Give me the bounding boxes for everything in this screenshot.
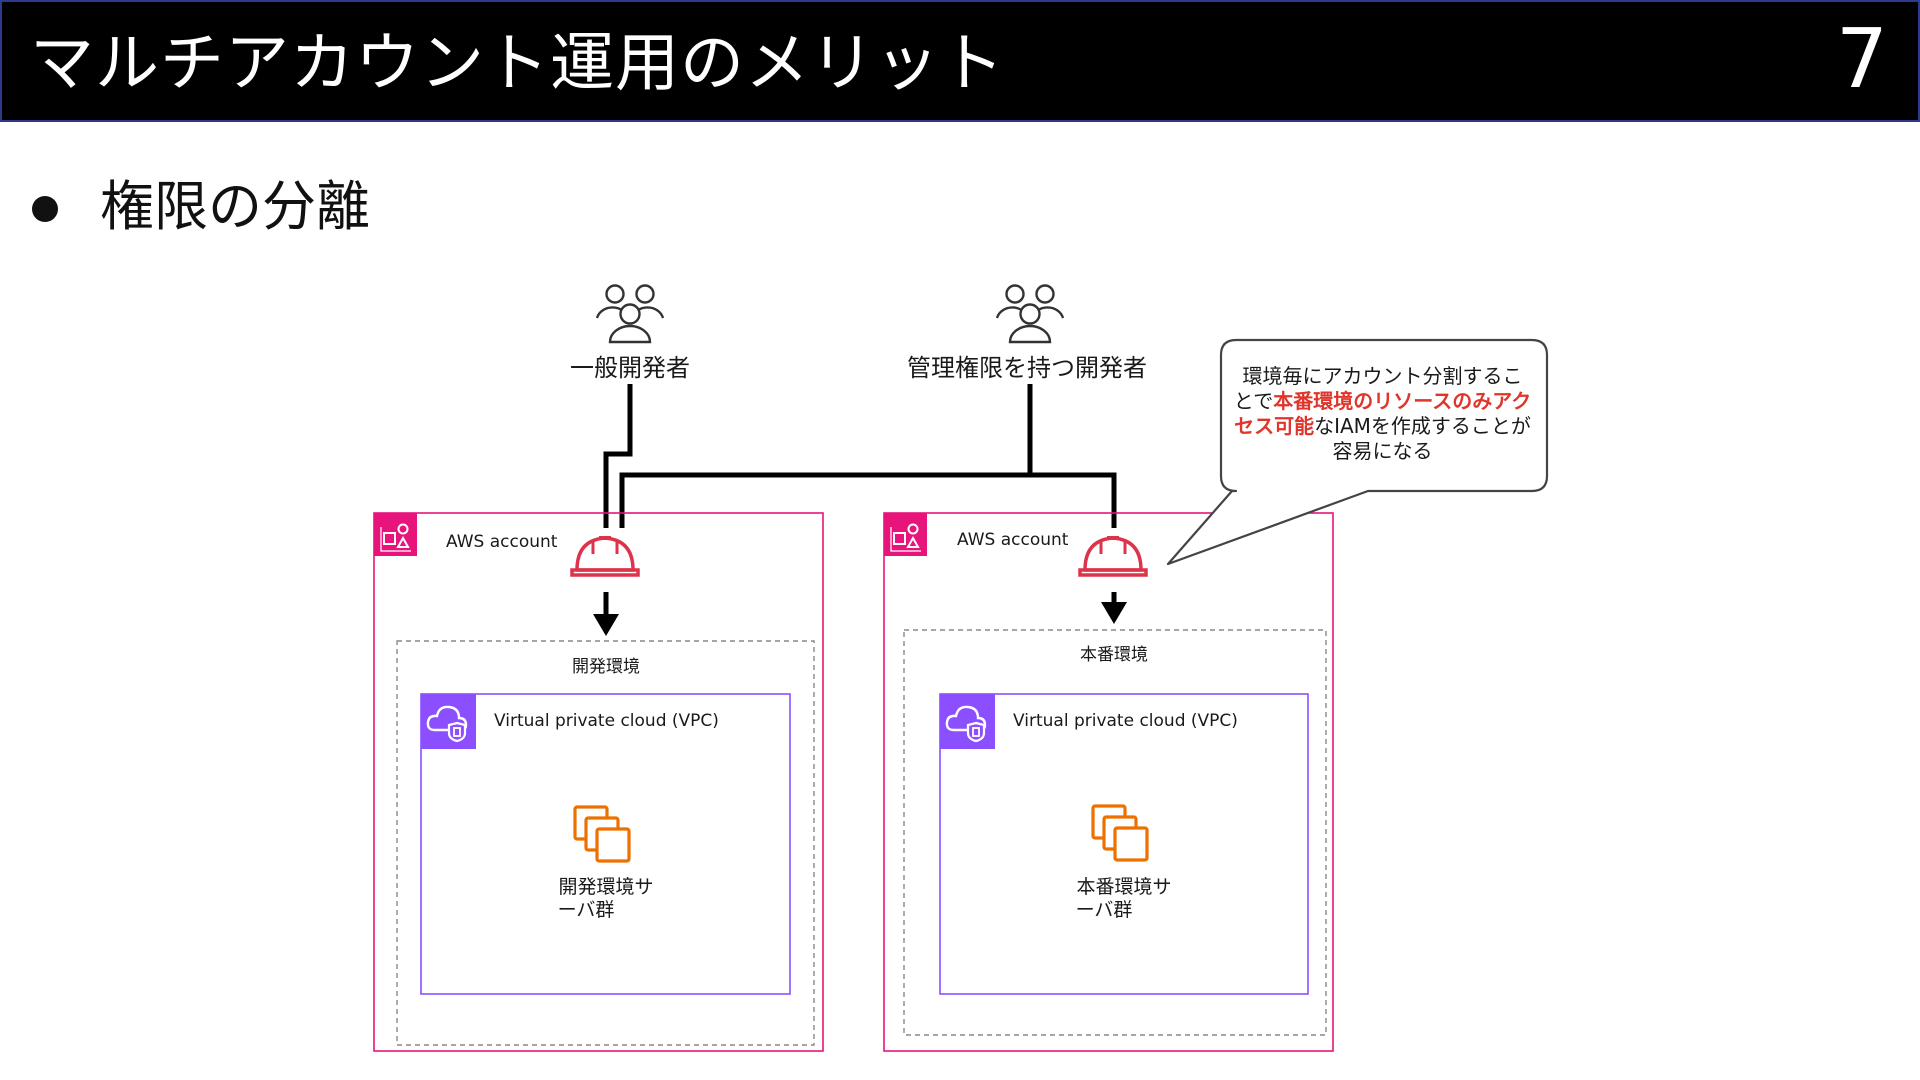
server-group-label-line2: ーバ群 — [558, 899, 615, 921]
general-developer-label: 一般開発者 — [570, 354, 690, 382]
callout-line: 容易になる — [1332, 439, 1433, 463]
callout-line: セス可能なIAMを作成することが — [1220, 414, 1545, 439]
server-group-icon — [1091, 804, 1149, 862]
aws-account-icon — [373, 512, 418, 557]
environment-label: 本番環境 — [1080, 645, 1148, 665]
callout-line: 環境毎にアカウント分割するこ — [1242, 364, 1523, 388]
users-icon — [595, 284, 665, 344]
callout-text-plain: なIAMを作成することが — [1314, 414, 1531, 438]
iam-role-icon — [1078, 536, 1148, 577]
aws-account-dev: AWS account 開発環境 Virtual private cloud (… — [373, 512, 824, 1052]
server-group-label-line1: 開発環境サ — [558, 876, 653, 898]
vpc-icon — [419, 692, 478, 751]
bullet-text: 権限の分離 — [100, 175, 370, 238]
aws-account-icon — [883, 512, 928, 557]
callout-line: とで本番環境のリソースのみアク — [1220, 389, 1545, 414]
aws-account-label: AWS account — [957, 530, 1069, 550]
callout-bubble — [1166, 338, 1549, 566]
title-bar: マルチアカウント運用のメリット 7 — [0, 0, 1920, 122]
aws-account-prod: AWS account 本番環境 Virtual private cloud (… — [883, 512, 1334, 1052]
slide-title: マルチアカウント運用のメリット — [30, 27, 1005, 101]
general-developer-connector — [603, 384, 633, 528]
vpc-label: Virtual private cloud (VPC) — [1013, 711, 1238, 731]
server-group-icon — [573, 805, 631, 863]
vpc-label: Virtual private cloud (VPC) — [494, 711, 719, 731]
page-number: 7 — [1835, 12, 1888, 107]
admin-developer-connector — [619, 384, 1117, 528]
users-icon — [995, 284, 1065, 344]
arrow-down-icon — [1101, 602, 1127, 624]
callout-text-plain: とで — [1233, 389, 1274, 413]
environment-label: 開発環境 — [572, 657, 640, 677]
general-developer: 一般開発者 — [570, 284, 690, 382]
callout-highlight: 本番環境のリソースのみアク — [1273, 389, 1532, 413]
arrow-down-icon — [593, 614, 619, 636]
aws-account-label: AWS account — [446, 532, 558, 552]
server-group-label-line2: ーバ群 — [1076, 899, 1133, 921]
server-group-label-line1: 本番環境サ — [1076, 876, 1171, 898]
callout-text: 環境毎にアカウント分割するこ とで本番環境のリソースのみアク セス可能なIAMを… — [1220, 364, 1545, 464]
callout-highlight: セス可能 — [1234, 414, 1315, 438]
iam-role-icon — [570, 536, 640, 577]
vpc-icon — [938, 692, 997, 751]
admin-developer-label: 管理権限を持つ開発者 — [907, 354, 1147, 382]
admin-developer: 管理権限を持つ開発者 — [907, 284, 1147, 382]
bullet-dot-icon — [32, 196, 58, 222]
connector-lines — [603, 384, 1117, 528]
